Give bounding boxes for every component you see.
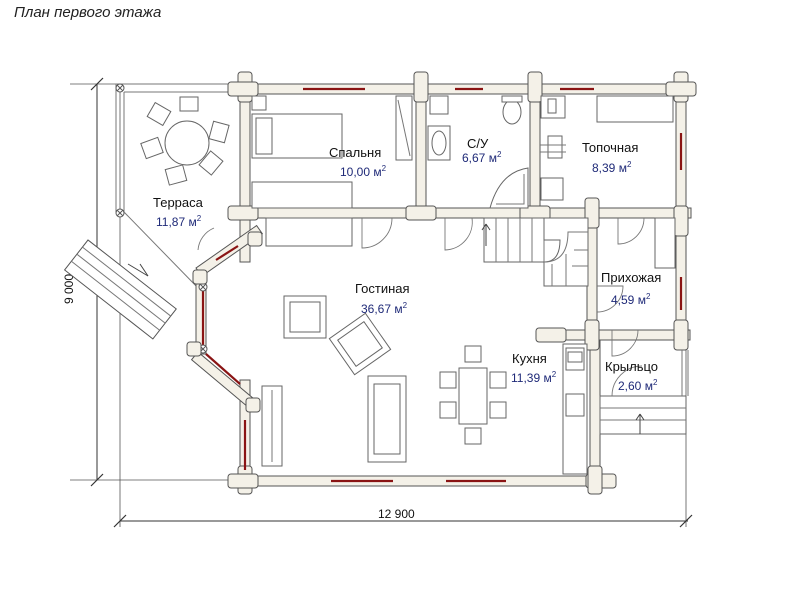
room-area-topochnaya: 8,39 м2	[592, 160, 632, 175]
room-area-spalnya: 10,00 м2	[340, 164, 387, 179]
living-room-furniture	[261, 295, 407, 467]
room-name-terrasa: Терраса	[153, 195, 204, 210]
angled-wall	[186, 224, 264, 413]
room-topochnaya: Топочная 8,39 м2	[582, 140, 638, 175]
room-krylco: Крыльцо 2,60 м2	[605, 359, 658, 393]
room-area-su: 6,67 м2	[462, 150, 502, 165]
kitchen-furniture	[439, 343, 588, 475]
bathroom-fixtures	[427, 95, 676, 269]
terrace-outline	[63, 83, 240, 340]
doors	[361, 217, 645, 357]
room-area-kuhnya: 11,39 м2	[511, 370, 557, 385]
room-area-gostinaya: 36,67 м2	[361, 301, 408, 316]
room-spalnya: Спальня 10,00 м2	[329, 145, 387, 179]
room-name-kuhnya: Кухня	[512, 351, 547, 366]
page-title: План первого этажа	[14, 4, 162, 21]
bedroom-furniture	[251, 95, 413, 247]
stairs	[481, 217, 589, 287]
room-area-krylco: 2,60 м2	[618, 378, 658, 393]
room-gostinaya: Гостиная 36,67 м2	[355, 281, 410, 316]
terrace-table	[140, 96, 230, 186]
room-name-krylco: Крыльцо	[605, 359, 658, 374]
room-su: С/У 6,67 м2	[462, 136, 502, 165]
room-name-prihozhaya: Прихожая	[601, 270, 661, 285]
windows	[243, 87, 683, 483]
height-dimension: 9 000	[62, 274, 76, 304]
room-name-gostinaya: Гостиная	[355, 281, 410, 296]
room-terrasa: Терраса 11,87 м2	[153, 195, 204, 229]
room-name-su: С/У	[467, 136, 489, 151]
room-area-prihozhaya: 4,59 м2	[611, 292, 651, 307]
room-name-topochnaya: Топочная	[582, 140, 638, 155]
room-kuhnya: Кухня 11,39 м2	[511, 351, 557, 385]
room-name-spalnya: Спальня	[329, 145, 381, 160]
room-area-terrasa: 11,87 м2	[156, 214, 202, 229]
room-prihozhaya: Прихожая 4,59 м2	[601, 270, 661, 307]
porch-steps	[599, 350, 689, 435]
width-dimension: 12 900	[378, 507, 415, 521]
